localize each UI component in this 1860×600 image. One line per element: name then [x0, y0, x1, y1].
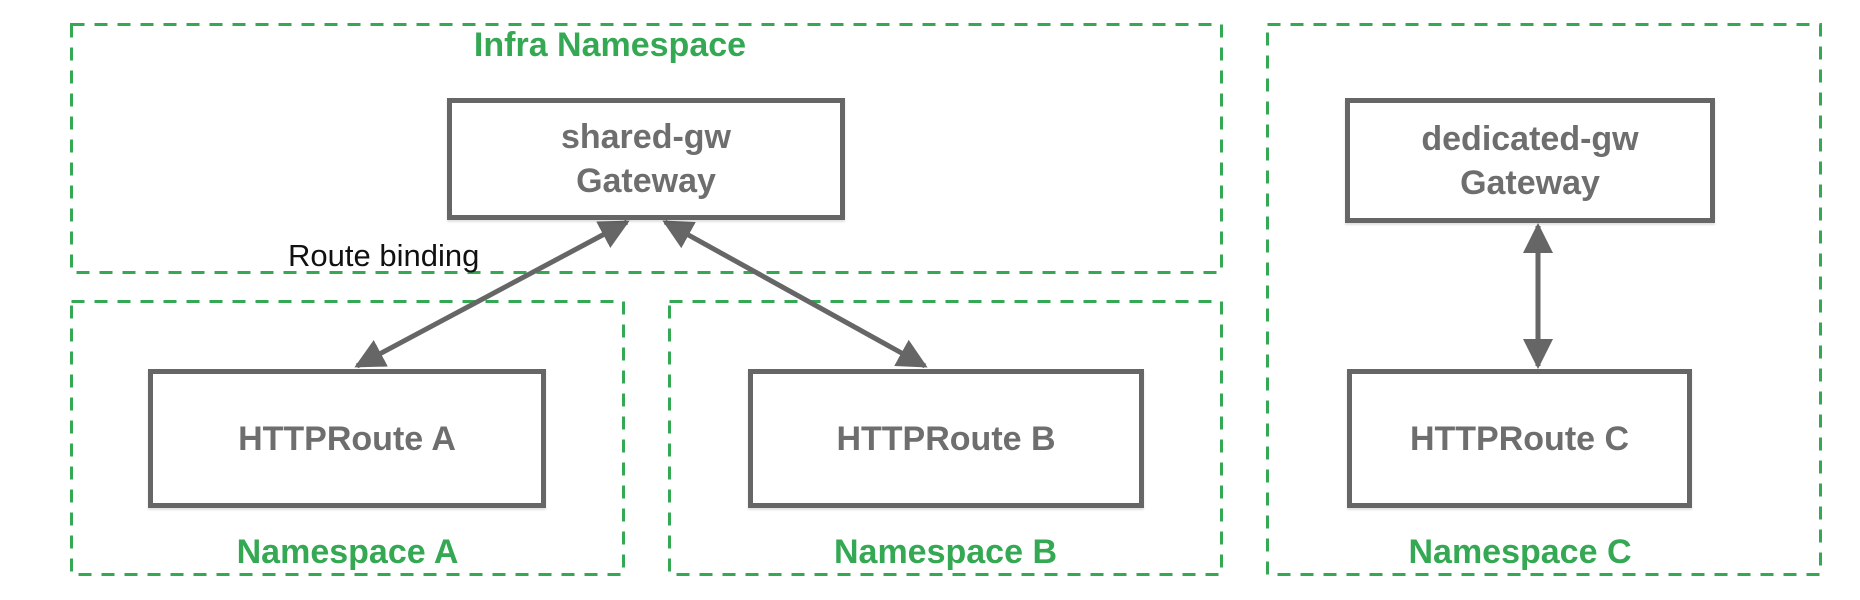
- httproute-b-label: HTTPRoute B: [836, 419, 1056, 458]
- httproute-a-label: HTTPRoute A: [238, 419, 456, 458]
- namespace-b-border: [668, 300, 1223, 576]
- shared-gw-name: shared-gw: [560, 118, 732, 156]
- namespace-c-border: [1266, 23, 1822, 576]
- dedicated-gw-name: dedicated-gw: [1421, 119, 1639, 158]
- node-httproute-a: HTTPRoute A: [148, 369, 546, 508]
- httproute-c-label: HTTPRoute C: [1409, 419, 1630, 458]
- route-a-binding-arrow: [354, 219, 630, 369]
- namespace-b-label: Namespace B: [833, 533, 1057, 571]
- route-binding-annotation: Route binding: [288, 238, 480, 273]
- route-b-binding-arrow: [662, 219, 928, 369]
- namespace-infra-label: Infra Namespace: [473, 26, 747, 64]
- node-httproute-b: HTTPRoute B: [748, 369, 1144, 508]
- dedicated-gw-kind: Gateway: [1460, 163, 1600, 202]
- node-httproute-c: HTTPRoute C: [1347, 369, 1692, 508]
- node-shared-gw-gateway: shared-gw Gateway: [447, 98, 845, 220]
- shared-gw-kind: Gateway: [576, 162, 716, 200]
- namespace-c-label: Namespace C: [1408, 533, 1632, 571]
- namespace-a-label: Namespace A: [236, 533, 459, 571]
- node-dedicated-gw-gateway: dedicated-gw Gateway: [1345, 98, 1715, 223]
- namespace-a-border: [70, 300, 625, 576]
- namespace-infra-border: [70, 23, 1223, 274]
